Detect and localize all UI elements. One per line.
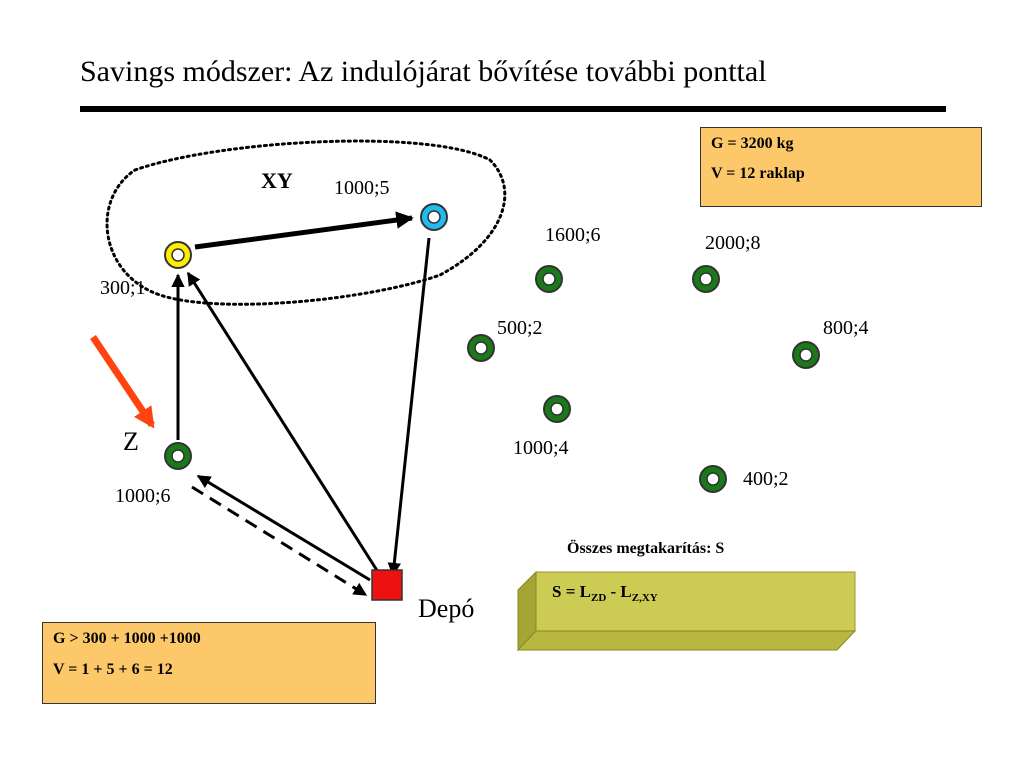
title-divider [80,106,946,112]
capacity-check-box: G > 300 + 1000 +1000 V = 1 + 5 + 6 = 12 [42,622,376,704]
xy-cluster-outline [105,139,507,306]
capacity-weight: G = 3200 kg [711,135,794,152]
node-label-400-2: 400;2 [743,468,789,490]
weight-check: G > 300 + 1000 +1000 [53,630,201,647]
cluster-label-xy: XY [261,168,293,193]
node-500-2 [467,334,495,362]
highlight-arrow [90,335,155,429]
node-label-y: 1000;5 [334,177,390,199]
node-400-2 [699,465,727,493]
depot-label: Depó [418,594,475,623]
node-label-1600-6: 1600;6 [545,224,601,246]
savings-formula-box [516,570,857,652]
node-label-1000-4: 1000;4 [513,437,569,459]
formula-subscript-zd: ZD [590,592,607,604]
capacity-volume: V = 12 raklap [711,165,805,182]
formula-prefix: S = L [552,582,591,601]
node-x [164,241,192,269]
formula-subscript-zxy: Z,XY [631,592,658,604]
arrow-depot-to-z [196,474,371,582]
node-800-4 [792,341,820,369]
node-label-z-name: Z [123,427,139,456]
node-label-800-4: 800;4 [823,317,869,339]
node-label-2000-8: 2000;8 [705,232,761,254]
capacity-constraints-box: G = 3200 kg V = 12 raklap [700,127,982,207]
node-1600-6 [535,265,563,293]
node-label-z: 1000;6 [115,485,171,507]
node-1000-4 [543,395,571,423]
arrow-y-to-depot [387,237,431,577]
node-2000-8 [692,265,720,293]
savings-formula: S = LZD - LZ,XY [552,582,658,608]
page-title: Savings módszer: Az indulójárat bővítése… [80,55,767,88]
arrow-depot-to-x [186,271,380,573]
depot-square [371,569,403,601]
dashed-arrow-z-to-depot [191,485,368,597]
node-y [420,203,448,231]
volume-check: V = 1 + 5 + 6 = 12 [53,661,173,678]
arrow-x-to-y [194,211,414,250]
node-z [164,442,192,470]
total-savings-heading: Összes megtakarítás: S [567,540,725,557]
formula-middle: - L [606,582,632,601]
node-label-x: 300;1 [100,277,146,299]
node-label-500-2: 500;2 [497,317,543,339]
